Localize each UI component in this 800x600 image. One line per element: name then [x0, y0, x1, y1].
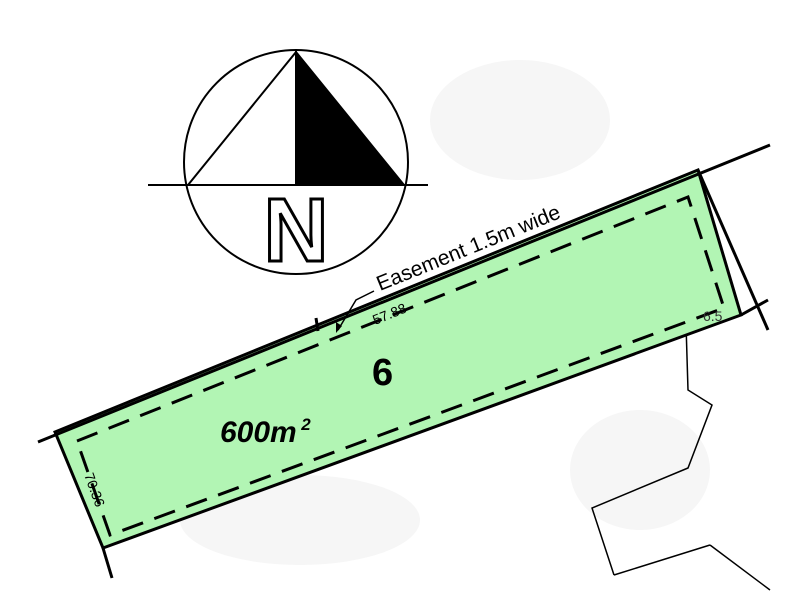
leader-arrowhead-icon: [336, 322, 342, 333]
lot-area-superscript: 2: [300, 415, 311, 434]
survey-tick-mark: [314, 317, 320, 332]
north-letter: N: [264, 181, 329, 281]
adjacent-parcel-outline: [591, 323, 713, 576]
adjacent-parcel-line: [709, 544, 771, 591]
adjacent-parcel-lines: [591, 323, 771, 591]
rear-boundary-line: [101, 547, 114, 579]
adjacent-parcel-line: [613, 544, 711, 576]
east-boundary-extension: [740, 298, 769, 317]
lot-area-value: 600m: [220, 416, 297, 449]
lot-area-label: 600m 2: [220, 415, 311, 449]
offset-dimension-label: 6.5: [703, 308, 723, 324]
north-arrow-icon: N: [148, 49, 428, 283]
easement-leader-line: [337, 290, 375, 331]
easement-line: [75, 195, 726, 537]
north-arrow-solid-half-icon: [295, 49, 407, 186]
road-boundary-line: [37, 143, 771, 444]
east-boundary-line: [696, 169, 770, 331]
lot-number-label: 6: [372, 352, 393, 394]
